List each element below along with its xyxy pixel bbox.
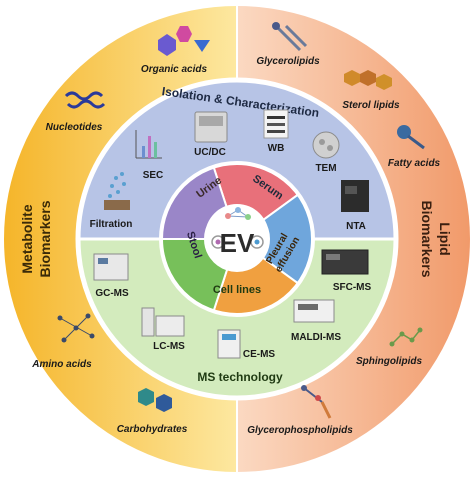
western-blot-icon — [263, 109, 289, 139]
center-label: EV — [220, 228, 255, 258]
method-uc-dc: UC/DC — [194, 147, 226, 158]
item-carbohydrates: Carbohydrates — [117, 424, 188, 435]
item-glycerophospholipids: Glycerophospholipids — [247, 425, 353, 436]
pie-border — [159, 161, 315, 317]
organic-acids-icon — [158, 26, 210, 56]
metabolite-title-1: Metabolite — [19, 204, 35, 273]
filtration-icon — [104, 172, 130, 210]
glycerophospholipids-icon — [301, 385, 332, 419]
lipid-title-1: Lipid — [437, 222, 453, 255]
item-organic-acids: Organic acids — [141, 64, 208, 75]
item-amino-acids: Amino acids — [31, 359, 92, 370]
method-ce-ms: CE-MS — [243, 349, 276, 360]
sec-chart-icon — [135, 130, 162, 159]
sphingolipids-icon — [389, 327, 423, 347]
method-gc-ms: GC-MS — [95, 288, 129, 299]
lipid-title-2: Biomarkers — [419, 200, 435, 277]
pie-label-cell-lines: Cell lines — [213, 284, 261, 296]
lipid-ring — [237, 6, 470, 472]
item-fatty-acids: Fatty acids — [388, 158, 441, 169]
method-sfc-ms: SFC-MS — [333, 282, 372, 293]
gc-ms-instrument-icon — [93, 253, 129, 281]
ev-center — [205, 204, 269, 268]
method-wb: WB — [268, 143, 285, 154]
metabolite-title-2: Biomarkers — [37, 200, 53, 277]
nucleotides-icon — [64, 91, 106, 109]
isolation-ring — [78, 80, 396, 239]
fatty-acids-icon — [397, 125, 425, 150]
ms-title: MS technology — [197, 370, 283, 384]
method-filtration: Filtration — [90, 219, 133, 230]
metabolite-ring — [4, 6, 237, 472]
carbohydrates-icon — [138, 388, 172, 412]
ultracentrifuge-icon — [194, 111, 228, 143]
item-sterol-lipids: Sterol lipids — [342, 100, 400, 111]
sterol-lipids-icon — [344, 70, 392, 90]
method-sec: SEC — [143, 170, 164, 181]
ms-ring — [78, 239, 396, 398]
method-maldi-ms: MALDI-MS — [291, 332, 341, 343]
lc-ms-instrument-icon — [141, 307, 185, 337]
method-lc-ms: LC-MS — [153, 341, 185, 352]
method-tem: TEM — [315, 163, 336, 174]
ev-network-icon — [225, 207, 251, 220]
method-nta: NTA — [346, 221, 366, 232]
glycerolipids-icon — [272, 22, 308, 52]
nta-instrument-icon — [341, 180, 369, 212]
maldi-ms-instrument-icon — [293, 299, 335, 323]
item-nucleotides: Nucleotides — [46, 122, 103, 133]
ce-ms-instrument-icon — [217, 329, 241, 359]
tem-image-icon — [312, 131, 340, 159]
sfc-ms-instrument-icon — [321, 249, 369, 275]
amino-acids-icon — [57, 313, 95, 343]
item-sphingolipids: Sphingolipids — [356, 356, 423, 367]
item-glycerolipids: Glycerolipids — [256, 56, 320, 67]
